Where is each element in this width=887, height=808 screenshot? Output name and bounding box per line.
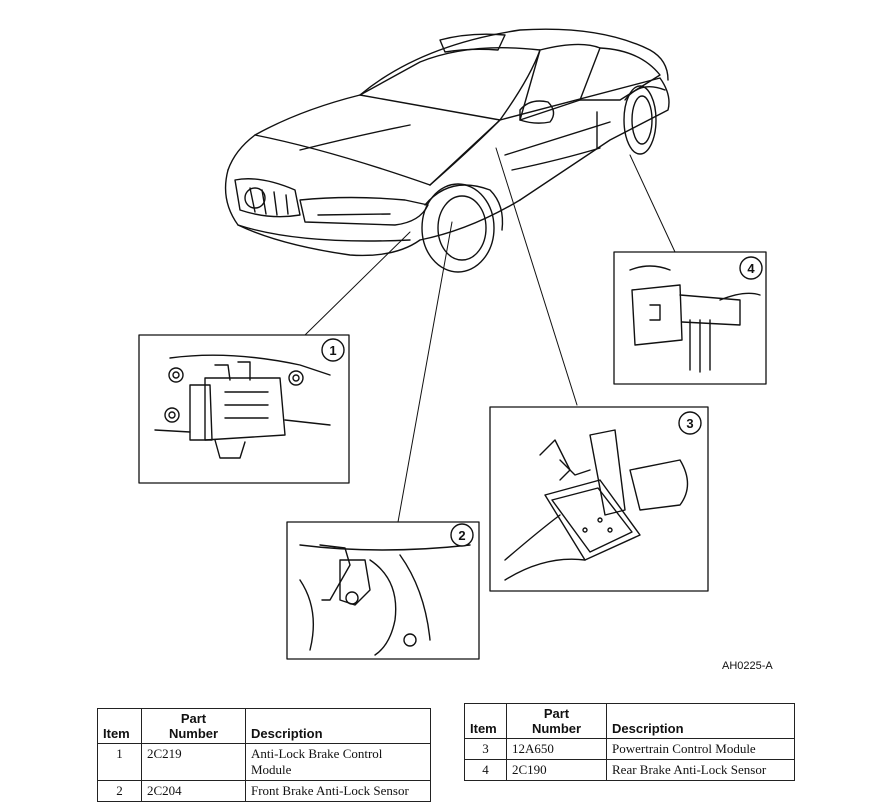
row-description: Anti-Lock Brake Control Module [245,743,431,781]
row-description: Rear Brake Anti-Lock Sensor [606,759,795,781]
header-part-number: Part Number [506,703,607,739]
table-row: 1 2C219 Anti-Lock Brake Control Module [97,743,431,781]
component-location-diagram: 1 2 3 4 [138,28,767,660]
table-row: 2 2C204 Front Brake Anti-Lock Sensor [97,780,431,802]
inset-4-rear-sensor [613,251,767,385]
inset-1-control-module [138,334,350,484]
row-part-number: 2C190 [506,759,607,781]
header-part-number: Part Number [141,708,246,744]
inset-2-front-sensor [286,521,480,660]
inset-3-powertrain-module [489,406,709,592]
header-item: Item [464,703,507,739]
callout-3-circle [678,411,702,435]
table-header-row: Item Part Number Description [97,708,431,744]
row-part-number: 2C204 [141,780,246,802]
table-header-row: Item Part Number Description [464,703,795,739]
table-row: 3 12A650 Powertrain Control Module [464,738,795,760]
row-item: 1 [97,743,142,781]
car-illustration [224,28,670,273]
parts-table-right: Item Part Number Description 3 12A650 Po… [464,703,795,781]
row-part-number: 12A650 [506,738,607,760]
callout-3-label: 3 [686,416,693,431]
header-description: Description [245,708,431,744]
header-item: Item [97,708,142,744]
callout-4-circle [739,256,763,280]
row-description: Powertrain Control Module [606,738,795,760]
row-item: 4 [464,759,507,781]
parts-table-left: Item Part Number Description 1 2C219 Ant… [97,708,431,802]
table-row: 4 2C190 Rear Brake Anti-Lock Sensor [464,759,795,781]
callout-4-label: 4 [747,261,755,276]
callout-2-circle [450,523,474,547]
header-description: Description [606,703,795,739]
figure-reference-code: AH0225-A [722,660,773,672]
callout-2-label: 2 [458,528,465,543]
callout-1-label: 1 [329,343,336,358]
callout-1-circle [321,338,345,362]
row-item: 3 [464,738,507,760]
row-item: 2 [97,780,142,802]
leader-lines [304,147,676,523]
callout-markers [321,256,763,547]
row-part-number: 2C219 [141,743,246,781]
row-description: Front Brake Anti-Lock Sensor [245,780,431,802]
